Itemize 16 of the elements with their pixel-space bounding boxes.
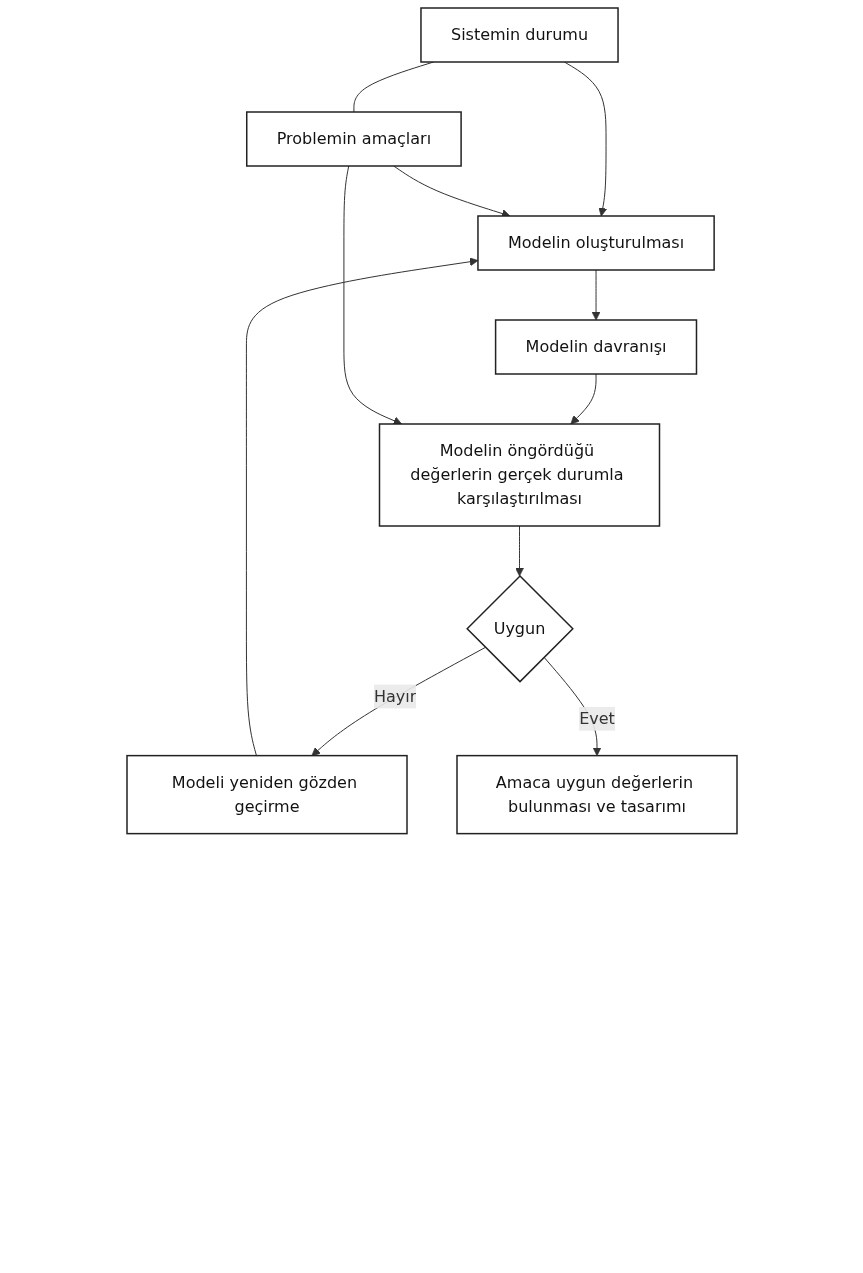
node-box: Modelin davranışı [494,319,697,375]
arrow [245,257,478,757]
node-box: Problemin amaçları [245,111,462,167]
node-box: Modelin oluşturulması [476,215,715,271]
arrow [342,165,402,425]
edge-label: Hayır [373,686,416,706]
arrow [514,525,524,577]
node-diamond: Uygun [465,574,574,683]
node-box: Amaca uygun değerlerin bulunması ve tasarımı [455,754,738,835]
node-box: Sistemin durumu [419,7,619,63]
node-box: Modelin öngördüğü değerlerin gerçek durumla karşılaştırılması [378,423,660,527]
arrow [569,373,597,425]
edge-label: Evet [578,708,615,728]
node-box: Modeli yeniden gözden geçirme [125,754,408,835]
arrow [591,269,600,321]
arrow [311,646,486,757]
